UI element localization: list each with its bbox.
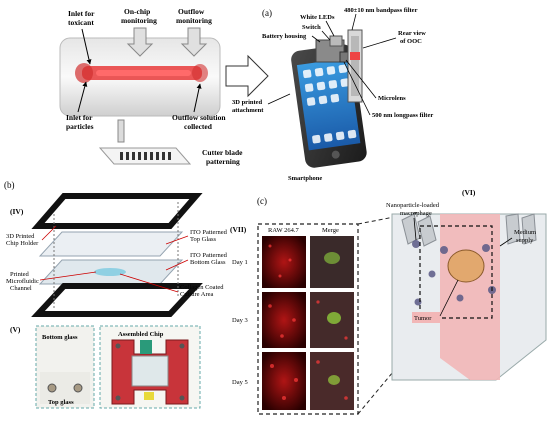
- panel-b-sub-v: (V): [10, 325, 21, 334]
- label-battery: Battery housing: [262, 33, 307, 40]
- tumor-chip-3d: [391, 213, 547, 381]
- label-switch: Switch: [302, 24, 321, 31]
- panel-c-label: (c): [257, 196, 267, 206]
- assembled-chip: Assembled Chip: [99, 325, 201, 409]
- label-bottom-glass: Bottom glass: [42, 334, 78, 341]
- label-tumor: Tumor: [414, 315, 432, 322]
- label-longpass: 500 nm longpass filter: [372, 112, 433, 119]
- label-white-leds: White LEDs: [300, 14, 335, 21]
- panel-b-label: (b): [4, 180, 15, 190]
- label-bandpass: 480±10 nm bandpass filter: [344, 7, 418, 14]
- panel-c-sub-vii: (VII): [230, 225, 247, 234]
- row-day-3: Day 3: [232, 317, 248, 324]
- label-assembled: Assembled Chip: [118, 331, 164, 338]
- panel-a-label: (a): [262, 8, 272, 18]
- panel-b-sub-iv: (IV): [10, 207, 24, 216]
- col-header-merge: Merge: [322, 227, 339, 234]
- col-header-raw: RAW 264.7: [268, 227, 300, 234]
- panel-c: (c) (VII) RAW 264.7 Merge: [230, 188, 547, 415]
- phone-annotations: White LEDs 480±10 nm bandpass filter Bat…: [232, 7, 433, 182]
- smartphone: [291, 29, 367, 168]
- glass-photos: Bottom glass Top glass: [35, 325, 95, 409]
- micrograph-grid: [262, 236, 354, 410]
- chip-photo: [59, 37, 221, 117]
- label-top-glass: Top glass: [48, 399, 74, 406]
- flow-arrow: [225, 54, 269, 98]
- exploded-stack: [31, 193, 203, 317]
- label-microlens: Microlens: [378, 95, 406, 102]
- row-day-5: Day 5: [232, 379, 248, 386]
- label-smartphone: Smartphone: [288, 175, 322, 182]
- panel-c-sub-vi: (VI): [462, 188, 476, 197]
- row-day-1: Day 1: [232, 259, 248, 266]
